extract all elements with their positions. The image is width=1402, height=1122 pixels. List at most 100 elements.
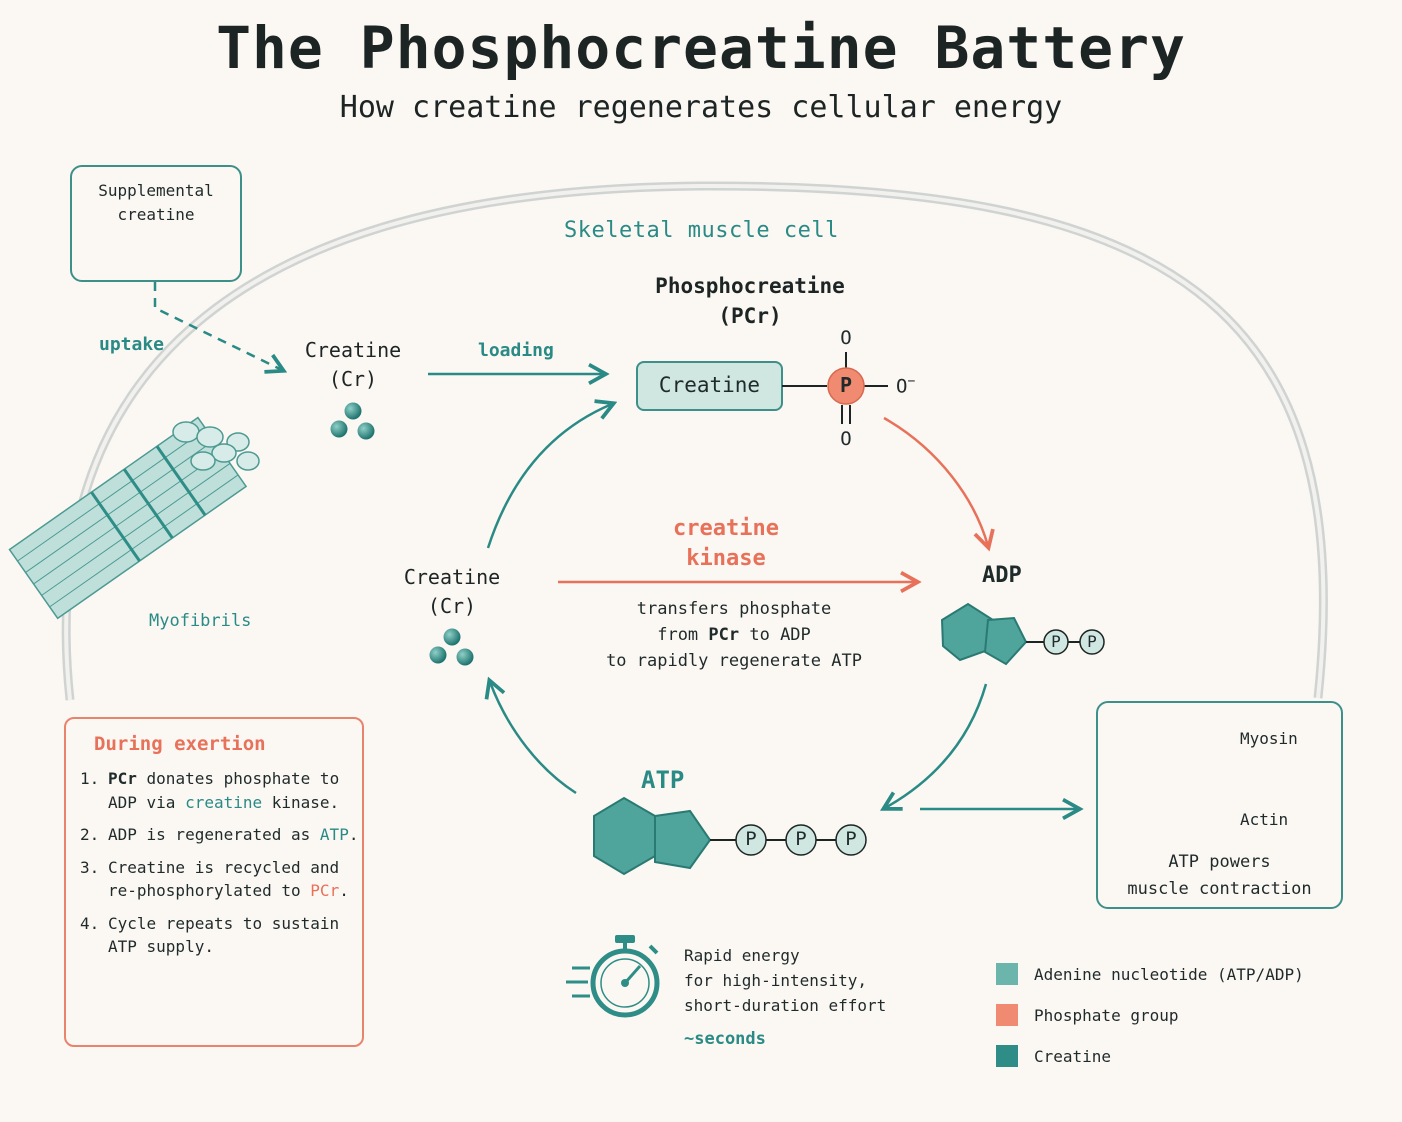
cycle-arrow-cr-to-pcr xyxy=(486,404,612,549)
uptake-arrow xyxy=(153,282,282,370)
phosphocreatine-molecule xyxy=(636,352,888,424)
atp-p1-text: P xyxy=(745,828,757,850)
muscle-caption-line1: ATP powers xyxy=(1168,852,1271,872)
exertion-step-segment: Creatine is recycled and re-phosphorylat… xyxy=(108,857,340,901)
exertion-step-text: ADP is regenerated as ATP. xyxy=(108,823,358,847)
legend-label-phosphate: Phosphate group xyxy=(1034,1005,1179,1025)
phosphocreatine-abbr: (PCr) xyxy=(718,304,782,328)
timer-duration: ~seconds xyxy=(684,1029,766,1049)
legend-swatch-phosphate xyxy=(996,1004,1018,1026)
legend-label-adenine: Adenine nucleotide (ATP/ADP) xyxy=(1034,964,1304,984)
atp-molecule xyxy=(593,796,867,876)
loading-label: loading xyxy=(478,340,554,361)
legend-item-adenine: Adenine nucleotide (ATP/ADP) xyxy=(996,963,1304,985)
cycle-arrow-atp-to-cr xyxy=(490,682,577,795)
exertion-title: During exertion xyxy=(94,733,266,755)
adp-label: ADP xyxy=(982,563,1022,588)
exertion-step-1: 1.PCr donates phosphate to ADP via creat… xyxy=(80,767,362,814)
creatine-kinase-line1: creatine xyxy=(673,516,779,541)
cycle-arrow-pcr-to-adp xyxy=(883,416,988,546)
exertion-step-2: 2. ADP is regenerated as ATP. xyxy=(80,823,362,847)
exertion-step-segment: . xyxy=(348,825,359,844)
phosphocreatine-name: Phosphocreatine xyxy=(655,274,845,298)
page-title: The Phosphocreatine Battery xyxy=(216,14,1186,82)
exertion-step-3: 3.Creatine is recycled and re-phosphoryl… xyxy=(80,856,362,903)
pcr-oxygen-charge: − xyxy=(907,374,916,389)
legend-swatch-adenine xyxy=(996,963,1018,985)
ck-desc-line2: from PCr to ADP xyxy=(584,622,884,648)
exertion-step-number: 2. xyxy=(80,825,100,844)
creatine-top-name: Creatine xyxy=(304,338,402,362)
atp-p3-text: P xyxy=(845,828,857,850)
exertion-step-segment: donates phosphate to ADP via xyxy=(108,769,340,812)
pcr-oxygen-top: O xyxy=(840,327,852,349)
adp-phosphate-2 xyxy=(1079,629,1105,655)
muscle-caption-line2: muscle contraction xyxy=(1127,879,1312,899)
actin-label: Actin xyxy=(1240,810,1289,829)
muscle-caption: ATP powers muscle contraction xyxy=(1098,849,1341,903)
stopwatch-icon xyxy=(566,935,660,1018)
supplement-box: Supplemental creatine xyxy=(70,165,242,282)
atp-phosphate-1 xyxy=(735,824,767,856)
supplement-label-line2: creatine xyxy=(117,205,195,224)
pcr-oxygen-right-symbol: O xyxy=(896,375,908,398)
exertion-step-segment: kinase. xyxy=(262,792,340,812)
creatine-mid-abbr: (Cr) xyxy=(427,594,477,618)
ck-desc-line2-pcr: PCr xyxy=(708,625,740,645)
adp-p1-text: P xyxy=(1051,632,1061,651)
exertion-step-number: 4. xyxy=(80,913,100,933)
atp-label: ATP xyxy=(641,766,685,794)
creatine-top-icon xyxy=(330,402,375,440)
ck-desc-line2-suffix: to ADP xyxy=(739,625,811,645)
pcr-phosphate-atom xyxy=(827,367,865,405)
ck-desc-line3: to rapidly regenerate ATP xyxy=(606,651,862,671)
page-subtitle: How creatine regenerates cellular energy xyxy=(339,90,1063,125)
myofibrils-bundle xyxy=(8,416,260,620)
legend-item-phosphate: Phosphate group xyxy=(996,1004,1304,1026)
pcr-oxygen-bottom: O xyxy=(840,428,852,450)
timer-description: Rapid energy for high-intensity, short-d… xyxy=(684,943,886,1018)
creatine-kinase-label: creatine kinase xyxy=(640,514,812,574)
exertion-steps: 1. PCr donates phosphate to ADP via creat… xyxy=(80,767,362,959)
legend-item-creatine: Creatine xyxy=(996,1045,1304,1067)
creatine-mid-label: Creatine (Cr) xyxy=(387,563,517,621)
pcr-creatine-text: Creatine xyxy=(658,373,761,397)
uptake-label: uptake xyxy=(99,334,165,355)
timer-line2: for high-intensity, xyxy=(684,971,868,990)
exertion-step-text: Creatine is recycled and re-phosphorylat… xyxy=(108,856,362,903)
exertion-step-4: 4. Cycle repeats to sustain ATP supply. xyxy=(80,912,362,959)
creatine-top-abbr: (Cr) xyxy=(328,367,378,391)
exertion-step-segment: ADP is regenerated as xyxy=(108,825,320,844)
phosphocreatine-label: Phosphocreatine (PCr) xyxy=(620,271,880,331)
legend-swatch-creatine xyxy=(996,1045,1018,1067)
ck-desc-line2-prefix: from xyxy=(657,625,709,645)
legend-label-creatine: Creatine xyxy=(1034,1046,1112,1066)
exertion-step-segment: creatine xyxy=(185,792,263,812)
exertion-step-segment: . xyxy=(339,881,349,900)
exertion-step-number: 1. xyxy=(80,769,100,788)
exertion-box: During exertion 1. PCr donates phosphate … xyxy=(64,717,364,1047)
adp-phosphate-1 xyxy=(1043,629,1069,655)
cycle-arrow-adp-to-atp xyxy=(885,683,988,808)
adp-p2-text: P xyxy=(1087,632,1097,651)
timer-line3: short-duration effort xyxy=(684,996,887,1015)
atp-phosphate-2 xyxy=(785,824,817,856)
pcr-oxygen-right: O− xyxy=(896,374,915,397)
atp-p2-text: P xyxy=(795,828,807,850)
creatine-kinase-line2: kinase xyxy=(686,546,766,571)
legend: Adenine nucleotide (ATP/ADP) Phosphate g… xyxy=(996,963,1304,1067)
timer-line1: Rapid energy xyxy=(684,946,800,965)
supplement-label-line1: Supplemental xyxy=(98,181,214,200)
exertion-step-segment: ATP xyxy=(319,825,349,844)
adp-molecule xyxy=(940,602,1105,666)
creatine-mid-name: Creatine xyxy=(403,565,501,589)
ck-desc-line1: transfers phosphate xyxy=(636,599,832,619)
muscle-contraction-box: Myosin Actin ATP powers muscle contracti… xyxy=(1096,701,1343,909)
exertion-step-segment: PCr xyxy=(310,881,340,900)
myofibrils-label: Myofibrils xyxy=(149,611,252,631)
exertion-step-text: Cycle repeats to sustain ATP supply. xyxy=(108,912,362,959)
exertion-step-segment: Cycle repeats to sustain ATP supply. xyxy=(108,913,340,957)
atp-phosphate-3 xyxy=(835,824,867,856)
myosin-label: Myosin xyxy=(1240,729,1298,748)
